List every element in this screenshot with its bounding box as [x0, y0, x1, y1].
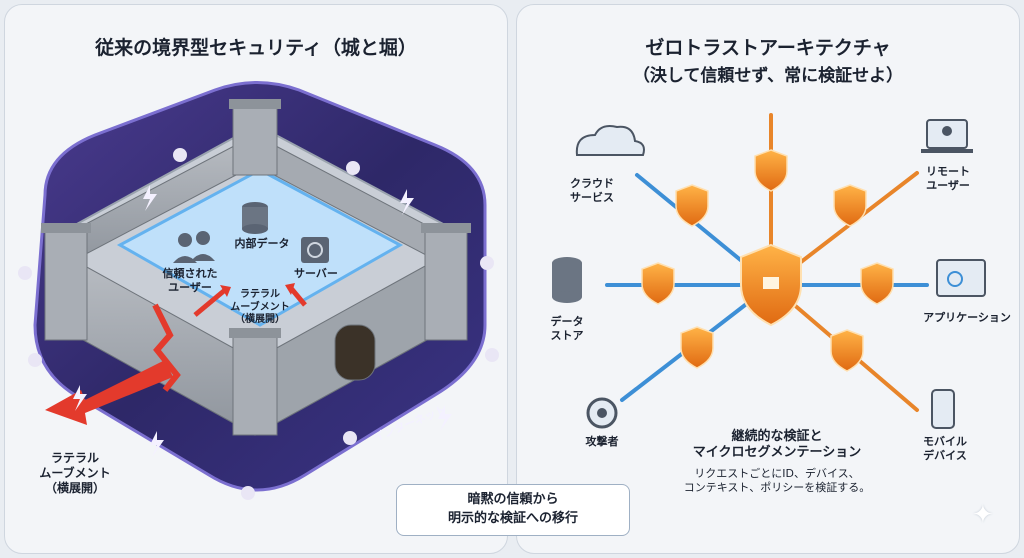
smartphone-icon [931, 389, 955, 429]
application-label: アプリケーション [923, 311, 1011, 324]
castle-illustration [18, 81, 499, 500]
tower-front [229, 328, 281, 436]
gear-icon [586, 397, 618, 429]
cloud-icon [575, 125, 645, 156]
castle-panel: 従来の境界型セキュリティ（城と堀） [4, 4, 508, 554]
tower-left [41, 223, 91, 341]
skull-icons [18, 148, 499, 500]
remote-user-label: リモート ユーザー [926, 165, 970, 192]
database-icon [242, 202, 268, 234]
server-label: サーバー [294, 267, 338, 280]
sparkle-icon: ✦ [972, 500, 994, 530]
data-store-label: データ ストア [550, 315, 584, 342]
users-icon [173, 231, 215, 263]
cloud-service-label: クラウド サービス [570, 177, 614, 204]
internal-data-label: 内部データ [234, 237, 290, 250]
zero-trust-diagram [552, 113, 986, 429]
laptop-icon [921, 119, 973, 153]
castle-gate [334, 324, 376, 381]
lateral-movement-arrow-out [45, 360, 173, 425]
mobile-device-label: モバイル デバイス [923, 435, 967, 462]
tower-right [421, 223, 471, 341]
lateral-movement-inner-label: ラテラル ムーブメント （横展開） [230, 289, 290, 325]
browser-window-icon [936, 259, 986, 297]
continuous-verification-description: リクエストごとにID、デバイス、 コンテキスト、ポリシーを検証する。 [683, 467, 871, 494]
continuous-verification-heading: 継続的な検証と マイクロセグメンテーション [692, 429, 862, 461]
shield-icons [641, 149, 894, 372]
trusted-user-label: 信頼された ユーザー [162, 267, 218, 294]
zero-trust-title: ゼロトラストアーキテクチャ [645, 37, 891, 59]
lateral-movement-outer-label: ラテラル ムーブメント （横展開） [39, 451, 111, 495]
castle-title: 従来の境界型セキュリティ（城と堀） [95, 37, 417, 59]
wall-breach [152, 303, 181, 392]
zero-trust-panel: ゼロトラストアーキテクチャ （決して信頼せず、常に検証せよ） [516, 4, 1020, 554]
zero-trust-subtitle: （決して信頼せず、常に検証せよ） [632, 66, 904, 86]
attacker-label: 攻撃者 [585, 435, 619, 448]
transition-note: 暗黙の信頼から 明示的な検証への移行 [396, 484, 630, 536]
database-stack-icon [552, 257, 582, 303]
lateral-arrow-inner-1 [193, 288, 227, 317]
server-safe-icon [301, 237, 329, 263]
lightning-icons [73, 185, 452, 457]
tower-back [229, 99, 281, 176]
